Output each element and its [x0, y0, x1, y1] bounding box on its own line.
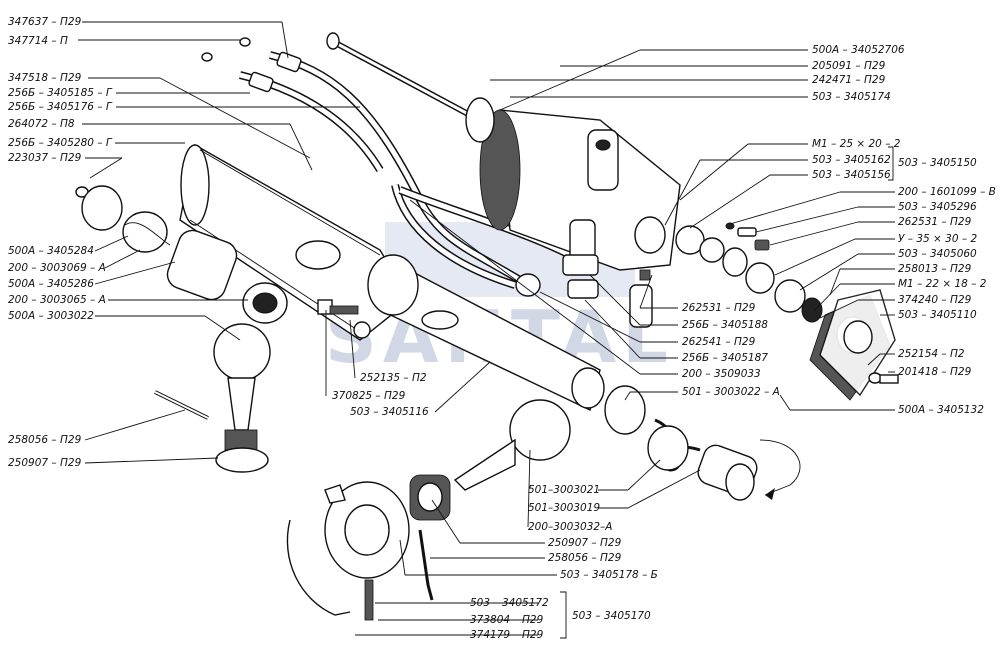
- callout-label: 264072 – П8: [8, 118, 75, 130]
- callout-label: 503 – 3405174: [812, 91, 891, 103]
- callout-label: 250907 – П29: [548, 537, 622, 549]
- callout-label: 500А – 3003022: [8, 310, 94, 322]
- left-end-parts: [75, 185, 288, 324]
- callout-label: 501–3003021: [528, 484, 600, 496]
- callout-label: 347714 – П: [8, 35, 68, 47]
- callout-label: У – 35 × 30 – 2: [898, 233, 977, 245]
- callout-label: 223037 – П29: [8, 152, 82, 164]
- callout-label: 347637 – П29: [8, 16, 82, 28]
- callout-label: 503 – 3405156: [812, 169, 891, 181]
- callout-labels-right: М1 – 25 × 20 – 2 503 – 3405162 503 – 340…: [812, 138, 996, 416]
- callout-label: 262531 – П29: [898, 216, 972, 228]
- callout-label: 256Б – 3405176 – Г: [8, 101, 113, 113]
- callout-label: 503 – 3405110: [898, 309, 977, 321]
- callout-label: 256Б – 3405185 – Г: [8, 87, 113, 99]
- hydraulic-pipes: [201, 37, 572, 297]
- callout-label: 373804 – П29: [470, 614, 544, 626]
- callout-label: 262531 – П29: [682, 302, 756, 314]
- group-label: 503 – 3405150: [898, 157, 977, 169]
- callout-labels-mid: 262531 – П29 256Б – 3405188 262541 – П29…: [682, 302, 780, 398]
- callout-label: 258056 – П29: [548, 552, 622, 564]
- callout-label: 256Б – 3405280 – Г: [8, 137, 113, 149]
- callout-label: 258013 – П29: [898, 263, 972, 275]
- callout-labels-right-top: 500А – 34052706 205091 – П29 242471 – П2…: [812, 44, 905, 103]
- cylinder-body: [179, 143, 411, 341]
- callout-label: 200 – 1601099 – В: [898, 186, 996, 198]
- ball-stud-bottom: [453, 385, 801, 501]
- leader-lines: [78, 21, 895, 639]
- callout-label: 503 – 3405060: [898, 248, 977, 260]
- callout-label: 500А – 3405286: [8, 278, 94, 290]
- callout-label: 256Б – 3405188: [682, 319, 768, 331]
- long-rod: [326, 32, 472, 118]
- callout-label: 200–3003032–А: [528, 521, 613, 533]
- ball-stud-left: [154, 299, 371, 473]
- callout-label: 201418 – П29: [898, 366, 972, 378]
- callout-label: 250907 – П29: [8, 457, 82, 469]
- flange-gasket: [809, 289, 899, 401]
- callout-label: 252154 – П2: [898, 348, 965, 360]
- callout-label: 256Б – 3405187: [682, 352, 768, 364]
- callout-label: 503 – 3405172: [470, 597, 549, 609]
- callout-labels-bottom: 501–3003021 501–3003019 200–3003032–А 25…: [528, 484, 658, 581]
- callout-label: 374179 – П29: [470, 629, 544, 641]
- callout-label: М1 – 22 × 18 – 2: [898, 278, 987, 290]
- callout-label: 262541 – П29: [682, 336, 756, 348]
- group-label: 503 – 3405170: [572, 610, 651, 622]
- piston-tube: [367, 254, 605, 411]
- callout-label: 503 – 3405296: [898, 201, 977, 213]
- callout-labels-center: 252135 – П2 370825 – П29 503 – 3405116: [332, 372, 429, 418]
- callout-labels-bottom-group: 503 – 3405172 373804 – П29 374179 – П29 …: [470, 597, 651, 641]
- callout-labels-left: 347637 – П29 347714 – П 347518 – П29 256…: [8, 16, 113, 469]
- callout-label: 200 – 3003065 – А: [8, 294, 106, 306]
- callout-label: 347518 – П29: [8, 72, 82, 84]
- callout-label: 501–3003019: [528, 502, 600, 514]
- callout-label: 500А – 34052706: [812, 44, 905, 56]
- callout-label: 370825 – П29: [332, 390, 406, 402]
- callout-label: 205091 – П29: [812, 60, 886, 72]
- callout-label: 200 – 3509033: [682, 368, 761, 380]
- callout-label: М1 – 25 × 20 – 2: [812, 138, 901, 150]
- end-cap-bottom: [286, 474, 451, 621]
- callout-label: 503 – 3405178 – Б: [560, 569, 658, 581]
- callout-label: 500А – 3405132: [898, 404, 984, 416]
- callout-label: 242471 – П29: [812, 74, 886, 86]
- callout-label: 252135 – П2: [360, 372, 427, 384]
- callout-label: 501 – 3003022 – А: [682, 386, 780, 398]
- callout-label: 503 – 3405116: [350, 406, 429, 418]
- callout-label: 374240 – П29: [898, 294, 972, 306]
- callout-label: 200 – 3003069 – А: [8, 262, 106, 274]
- callout-label: 503 – 3405162: [812, 154, 891, 166]
- valve-housing: [465, 97, 681, 299]
- callout-label: 258056 – П29: [8, 434, 82, 446]
- callout-label: 500А – 3405284: [8, 245, 94, 257]
- spool-assembly: [629, 222, 823, 328]
